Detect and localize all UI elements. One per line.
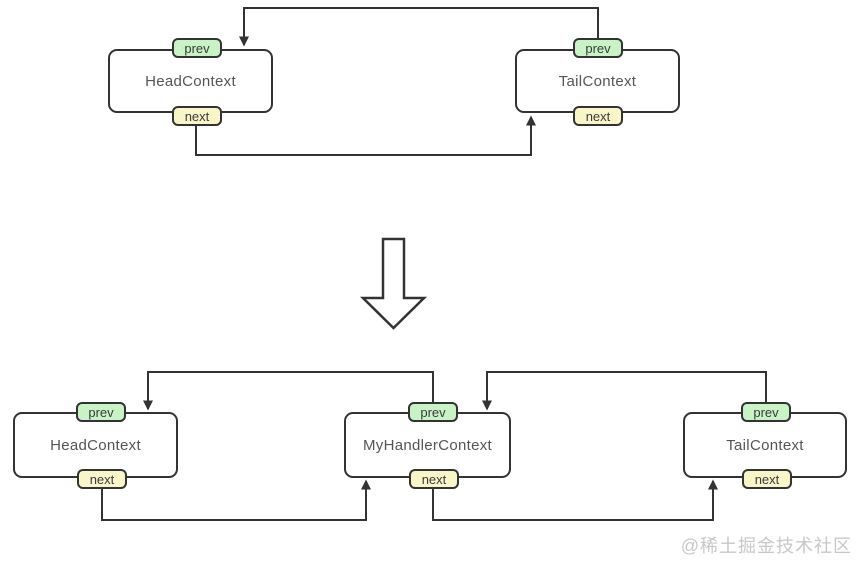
node-label: HeadContext (145, 72, 236, 90)
prev-tab-myhandlercontext-after: prev (408, 402, 458, 422)
edge-myhandlerprev-to-head (143, 371, 434, 411)
node-tailcontext-before: TailContext (515, 49, 680, 113)
edge-myhandlernext-to-tail (432, 479, 718, 521)
node-headcontext-before: HeadContext (108, 49, 273, 113)
next-tab-tailcontext-before: next (573, 106, 623, 126)
prev-tab-headcontext-before: prev (172, 38, 222, 58)
next-tab-headcontext-before: next (172, 106, 222, 126)
edge-headnext-to-myhandler (101, 479, 371, 521)
node-label: TailContext (726, 436, 804, 454)
prev-tab-headcontext-after: prev (76, 402, 126, 422)
node-label: TailContext (558, 72, 637, 90)
next-tab-headcontext-after: next (77, 469, 127, 489)
down-arrow (359, 237, 428, 330)
node-label: HeadContext (50, 436, 141, 454)
node-label: MyHandlerContext (362, 436, 493, 454)
next-tab-myhandlercontext-after: next (409, 469, 459, 489)
edge-headnext-to-tail (195, 115, 536, 156)
edge-tailprev-to-head (239, 7, 599, 47)
next-tab-tailcontext-after: next (742, 469, 792, 489)
prev-tab-tailcontext-before: prev (573, 38, 623, 58)
watermark: @稀土掘金技术社区 (680, 536, 852, 556)
edge-tailprev-to-myhandler (482, 371, 767, 411)
node-myhandlercontext-after: MyHandlerContext (344, 412, 511, 478)
prev-tab-tailcontext-after: prev (741, 402, 791, 422)
